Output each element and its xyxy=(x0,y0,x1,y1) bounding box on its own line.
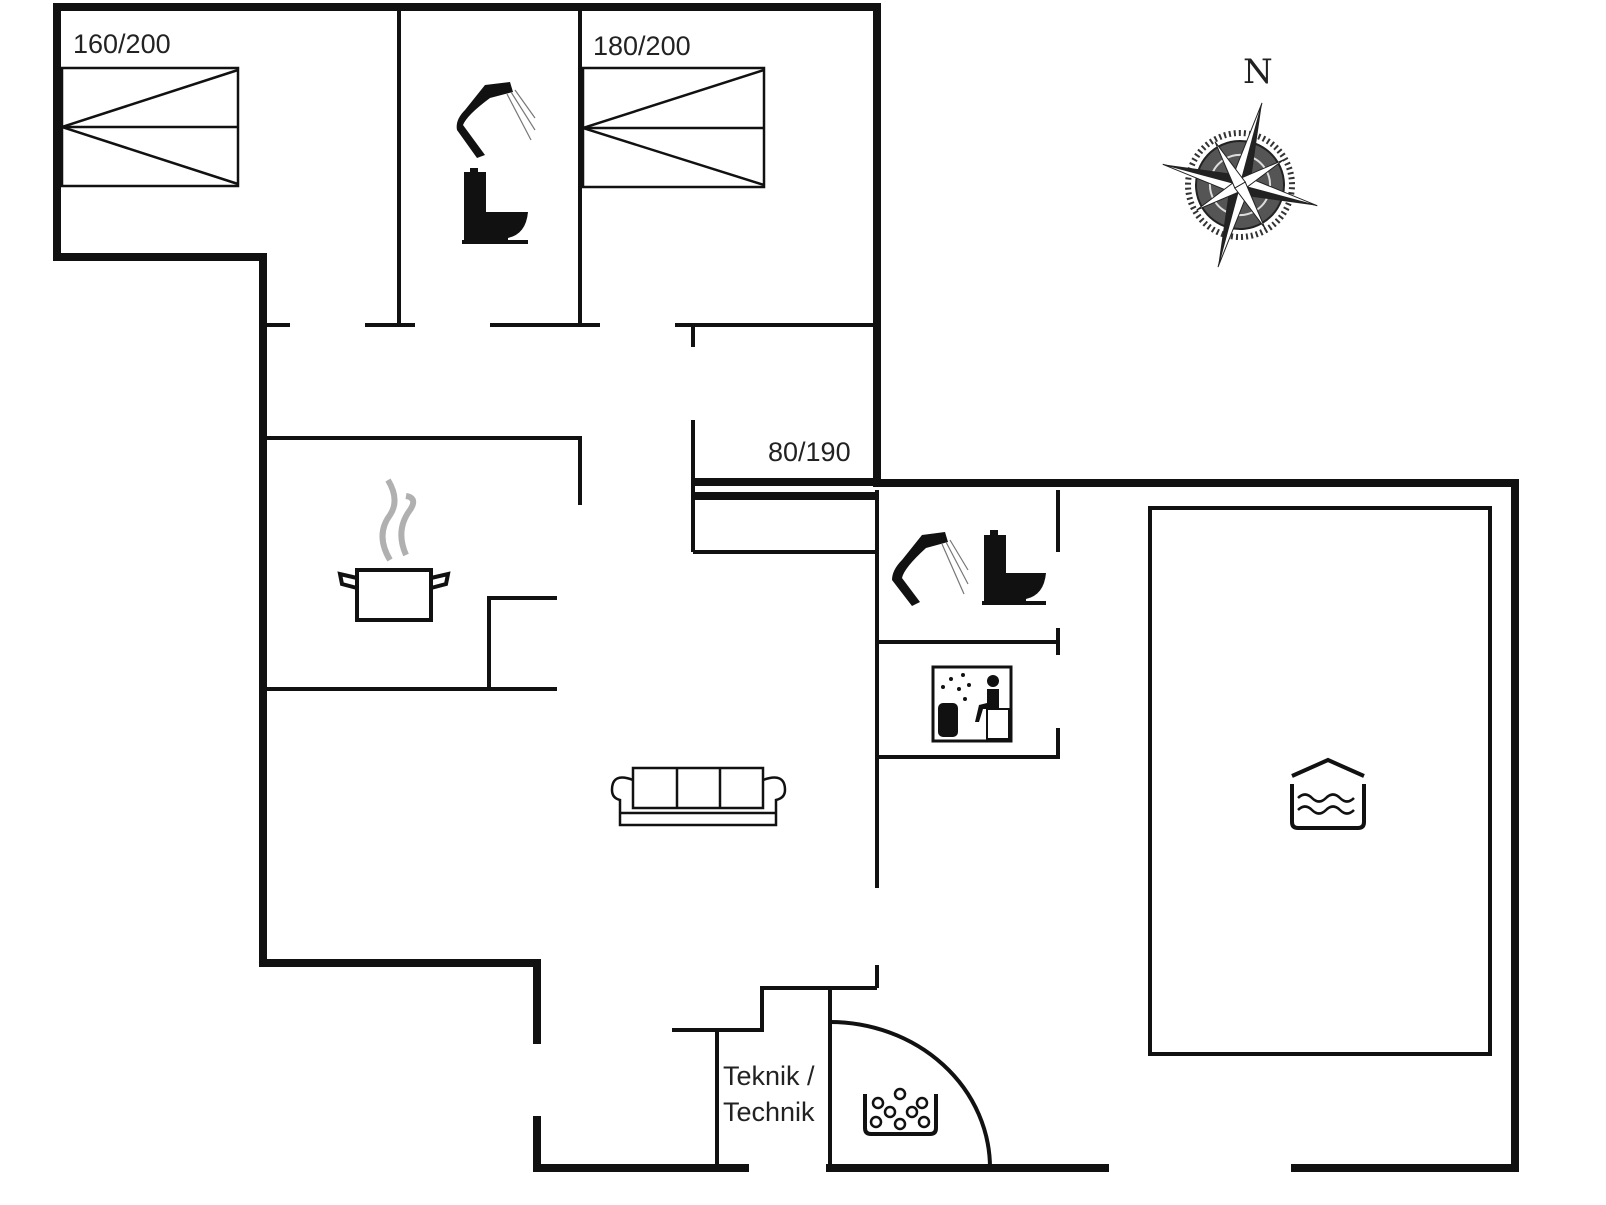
technical-room-label-line-2: Technik xyxy=(723,1097,815,1127)
toilet-icon xyxy=(982,530,1046,605)
bed-size-label: 180/200 xyxy=(593,31,691,61)
toilet-icon xyxy=(462,168,528,244)
compass-rose-icon xyxy=(1162,102,1318,268)
cooking-pot-icon xyxy=(337,478,451,622)
double-bed-160 xyxy=(57,66,240,188)
swimming-pool xyxy=(1148,506,1492,1056)
technical-room-label: Teknik / Technik xyxy=(723,1058,815,1130)
indoor-pool-icon xyxy=(1290,757,1366,830)
north-label: N xyxy=(1243,52,1273,92)
single-bed-80 xyxy=(693,478,877,500)
sofa-icon xyxy=(610,766,787,827)
interior-walls xyxy=(263,10,1060,1169)
double-bed-180 xyxy=(578,66,766,189)
shower-icon xyxy=(892,532,969,606)
bed-size-label: 160/200 xyxy=(73,29,171,59)
sauna-icon xyxy=(931,665,1013,743)
bed-size-label: 80/190 xyxy=(768,437,851,467)
technical-room-label-line-1: Teknik / xyxy=(723,1061,815,1091)
exterior-walls xyxy=(53,3,1519,1172)
whirlpool-icon xyxy=(863,1087,938,1136)
shower-icon xyxy=(456,82,536,158)
